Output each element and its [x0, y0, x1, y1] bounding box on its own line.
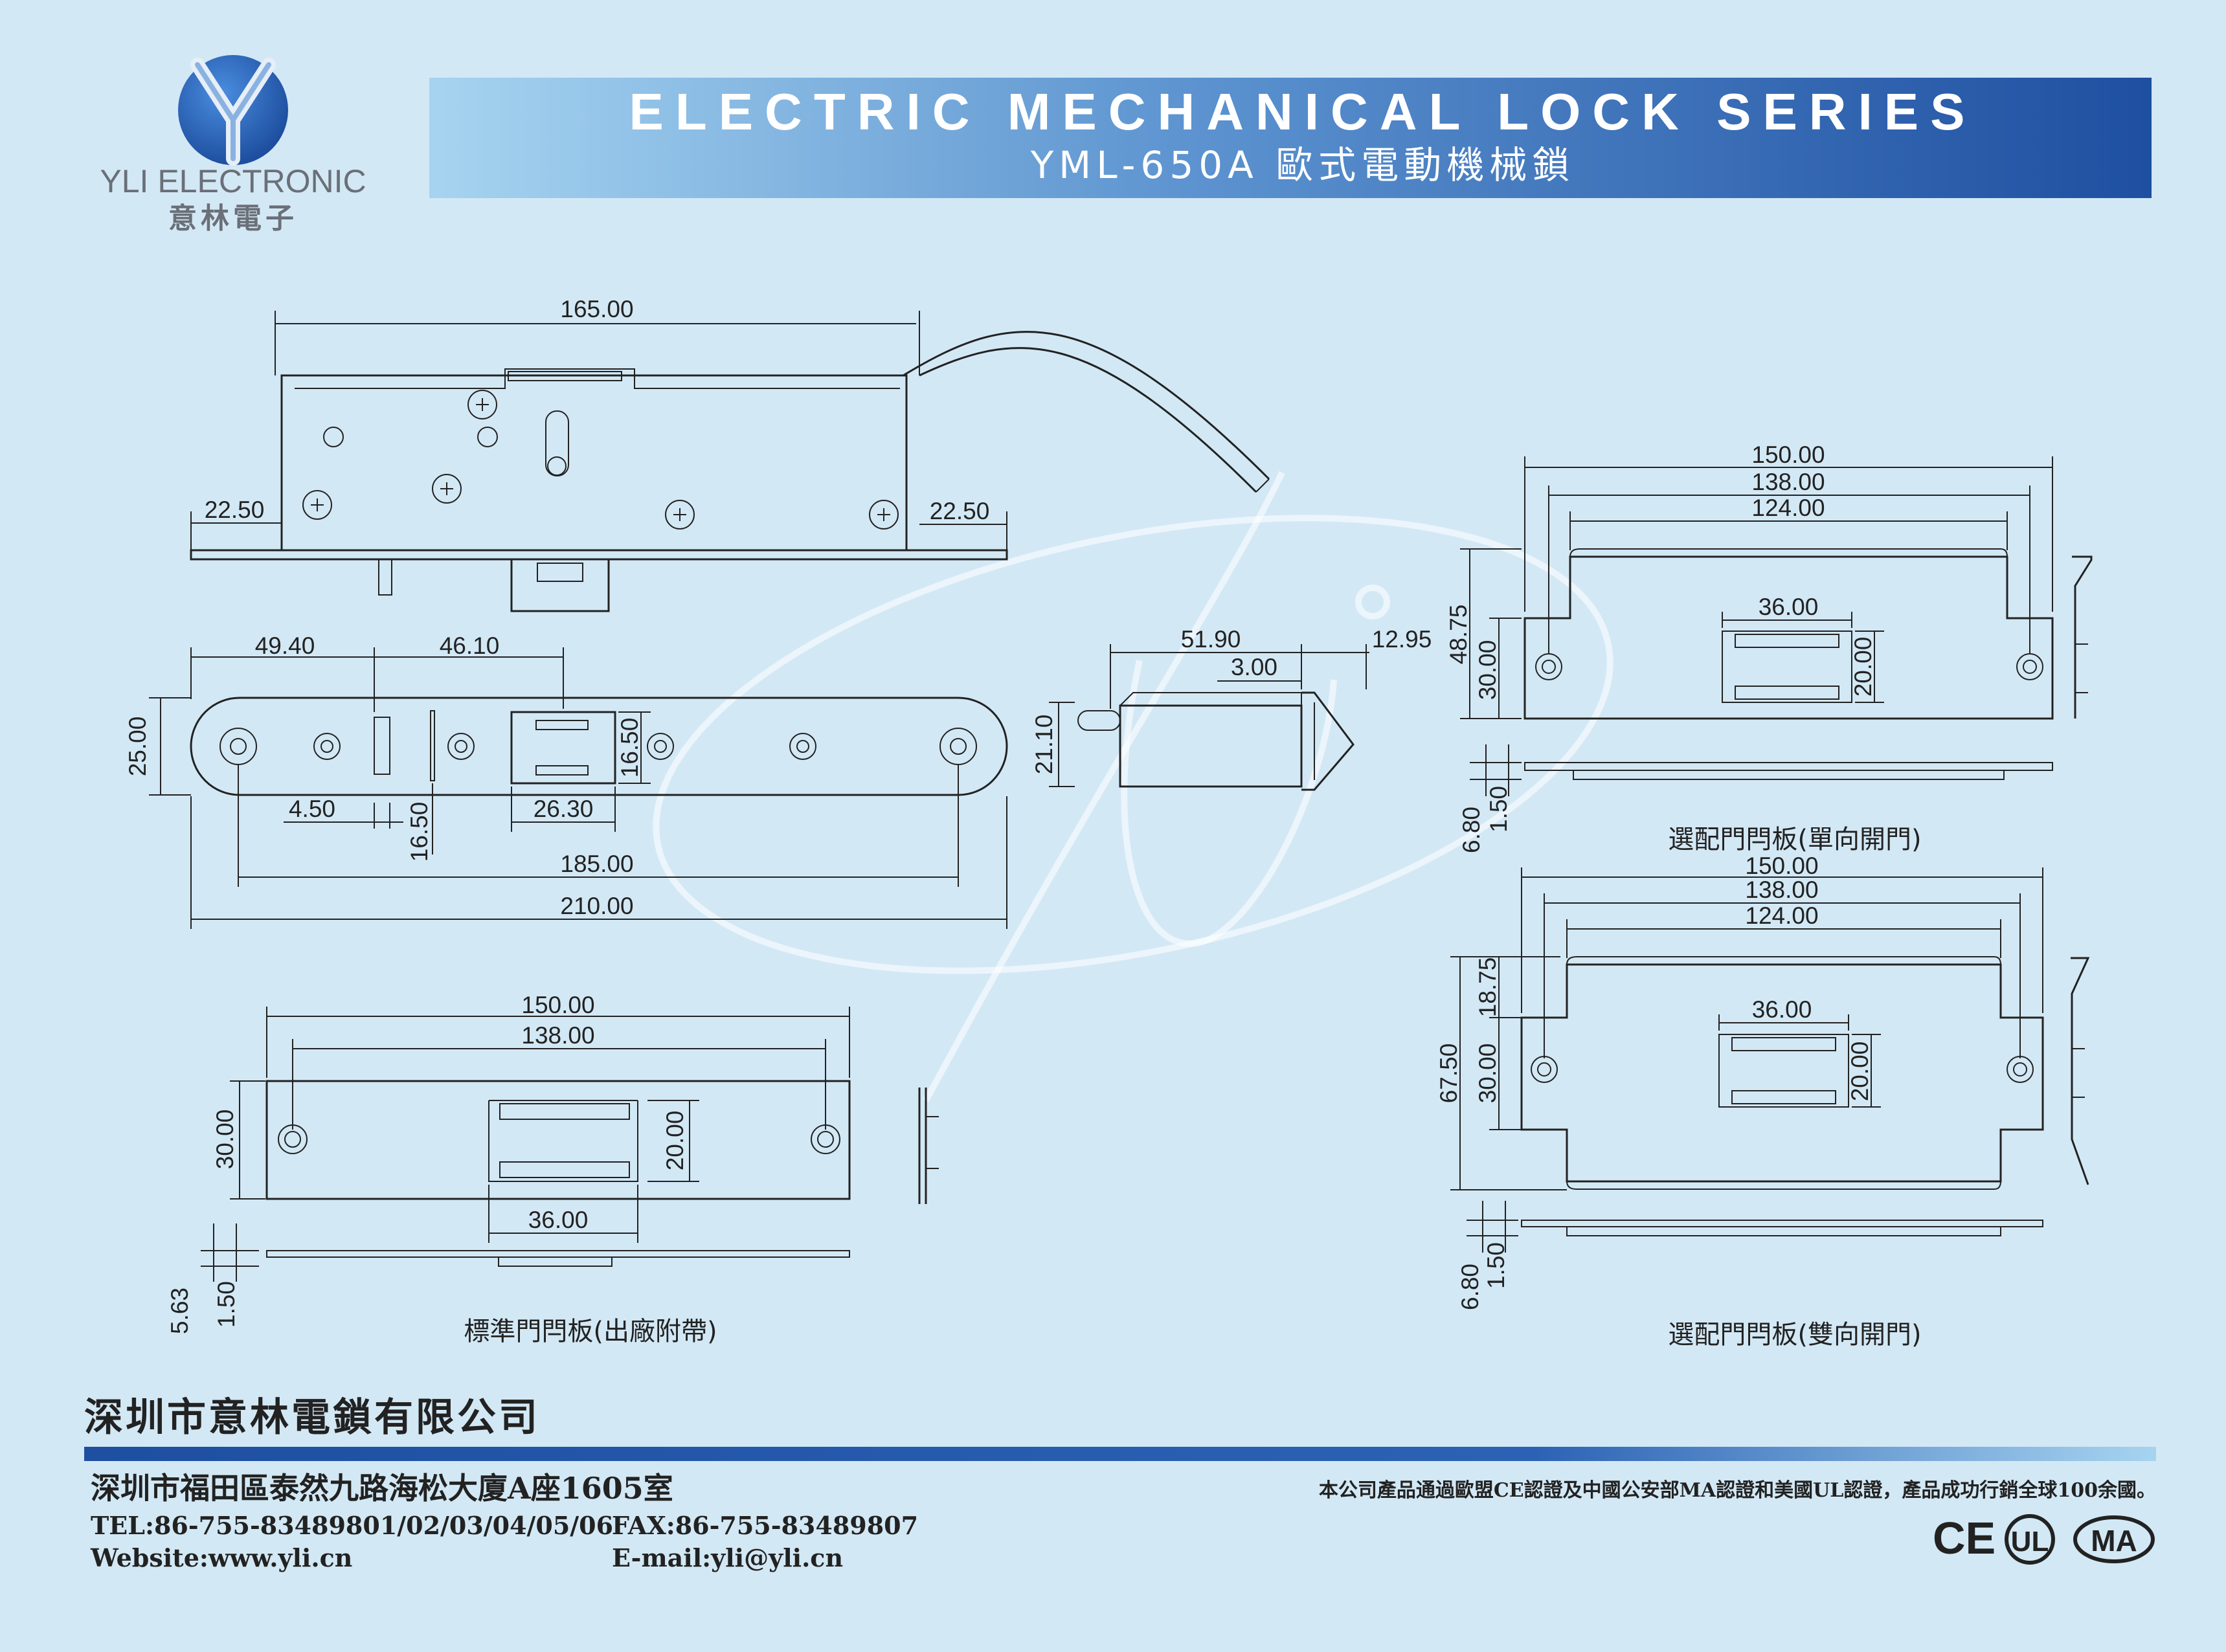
dim-double-total-h: 67.50	[1435, 1044, 1462, 1104]
dim-lock-length: 165.00	[560, 296, 633, 322]
dim-double-t1: 6.80	[1457, 1264, 1483, 1310]
single-strike-caption: 選配門閂板(單向開門)	[1668, 825, 1921, 854]
single-strike-drawing: 150.00 138.00 124.00 36.00 48.75 30.00 2…	[1445, 441, 2093, 854]
screw-icon	[302, 490, 332, 520]
dim-faceplate-height: 25.00	[124, 717, 151, 777]
ce-mark-icon: CE	[1933, 1513, 1996, 1563]
dim-side-depth: 51.90	[1181, 626, 1241, 653]
dim-side-latch: 12.95	[1372, 626, 1432, 653]
dim-double-w2: 138.00	[1745, 876, 1818, 903]
dim-single-w3: 124.00	[1751, 495, 1825, 521]
footer-email: E-mail:yli@yli.cn	[612, 1543, 843, 1572]
dim-std-slot-w: 36.00	[528, 1207, 589, 1233]
dim-faceplate-b: 46.10	[440, 632, 500, 659]
dim-flange-left: 22.50	[205, 497, 265, 523]
dim-double-w1: 150.00	[1745, 853, 1818, 879]
svg-text:UL: UL	[2011, 1526, 2049, 1557]
dim-std-w2: 138.00	[521, 1022, 594, 1049]
company-logo: YLI ELECTRONIC 意林電子	[100, 55, 366, 235]
footer-fax: FAX:86-755-83489807	[612, 1511, 918, 1540]
screw-icon	[665, 500, 695, 530]
lock-body-drawing: 165.00 22.50 22.50	[190, 296, 1270, 612]
header-subtitle: YML-650A 歐式電動機械鎖	[1030, 143, 1575, 187]
dim-side-height: 21.10	[1031, 715, 1057, 775]
dim-single-t1: 6.80	[1458, 807, 1485, 853]
dim-double-height: 30.00	[1474, 1044, 1501, 1104]
faceplate-outline	[190, 697, 1008, 796]
standard-strike-drawing: 150.00 138.00 30.00 20.00 36.00 5.63 1.5…	[166, 992, 939, 1346]
dim-faceplate-total: 210.00	[560, 893, 633, 919]
dim-faceplate-e: 26.30	[534, 796, 594, 822]
dim-double-t2: 1.50	[1483, 1242, 1509, 1289]
footer-website: Website:www.yli.cn	[90, 1543, 352, 1572]
dim-side-lip: 3.00	[1231, 654, 1277, 680]
dim-faceplate-f: 16.50	[616, 718, 643, 778]
double-strike-caption: 選配門閂板(雙向開門)	[1668, 1320, 1921, 1350]
footer-rule	[84, 1447, 2156, 1461]
dim-double-top-h: 18.75	[1474, 957, 1501, 1018]
screw-icon	[432, 474, 462, 504]
footer-address: 深圳市福田區泰然九路海松大廈A座1605室	[91, 1471, 673, 1506]
lock-case	[280, 374, 908, 552]
footer-tel: TEL:86-755-83489801/02/03/04/05/06	[91, 1511, 613, 1540]
dim-faceplate-a: 49.40	[255, 632, 315, 659]
lock-cable	[903, 330, 1270, 480]
svg-text:MA: MA	[2091, 1524, 2137, 1557]
lock-flange	[190, 549, 1008, 561]
dim-std-t1: 5.63	[166, 1288, 193, 1334]
header-background	[429, 78, 2152, 198]
screw-icon	[467, 390, 497, 419]
side-view-drawing: 51.90 3.00 12.95 21.10	[1031, 626, 1432, 791]
dim-std-slot-h: 20.00	[662, 1111, 688, 1171]
dim-std-height: 30.00	[212, 1110, 238, 1170]
double-strike-drawing: 150.00 138.00 124.00 36.00 18.75 67.50 3…	[1435, 853, 2090, 1350]
standard-strike-caption: 標準門閂板(出廠附帶)	[464, 1317, 717, 1346]
dim-single-t2: 1.50	[1485, 786, 1512, 832]
header-title: ELECTRIC MECHANICAL LOCK SERIES	[629, 83, 1976, 140]
dim-hole-pitch: 185.00	[560, 851, 633, 877]
dim-double-slot-h: 20.00	[1847, 1042, 1873, 1102]
dim-double-slot-w: 36.00	[1752, 996, 1812, 1023]
brand-name-en: YLI ELECTRONIC	[100, 163, 366, 199]
dim-single-height: 30.00	[1474, 640, 1501, 700]
faceplate-drawing: 49.40 46.10 25.00 4.50 16.50 26.30 16.50…	[124, 632, 1008, 929]
dim-faceplate-c: 4.50	[289, 796, 335, 822]
footer: 深圳市意林電鎖有限公司 深圳市福田區泰然九路海松大廈A座1605室 TEL:86…	[84, 1395, 2156, 1572]
ul-mark-icon: UL	[2005, 1514, 2055, 1565]
dim-single-total-h: 48.75	[1445, 605, 1472, 665]
header-banner: ELECTRIC MECHANICAL LOCK SERIES YML-650A…	[429, 78, 2152, 198]
dim-std-w1: 150.00	[521, 992, 594, 1018]
dim-std-t2: 1.50	[213, 1281, 240, 1328]
dim-double-w3: 124.00	[1745, 902, 1818, 929]
brand-name-zh: 意林電子	[168, 202, 298, 235]
screw-icon	[869, 500, 899, 530]
dim-faceplate-d: 16.50	[406, 802, 433, 862]
dim-flange-right: 22.50	[930, 498, 990, 524]
dim-single-w2: 138.00	[1751, 469, 1825, 495]
dim-single-slot-h: 20.00	[1850, 637, 1876, 697]
footer-certification-note: 本公司產品通過歐盟CE認證及中國公安部MA認證和美國UL認證，產品成功行銷全球1…	[1319, 1479, 2156, 1502]
footer-company-name: 深圳市意林電鎖有限公司	[84, 1395, 540, 1440]
dim-single-slot-w: 36.00	[1759, 594, 1819, 620]
dim-single-w1: 150.00	[1751, 441, 1825, 468]
ma-mark-icon: MA	[2073, 1515, 2155, 1563]
